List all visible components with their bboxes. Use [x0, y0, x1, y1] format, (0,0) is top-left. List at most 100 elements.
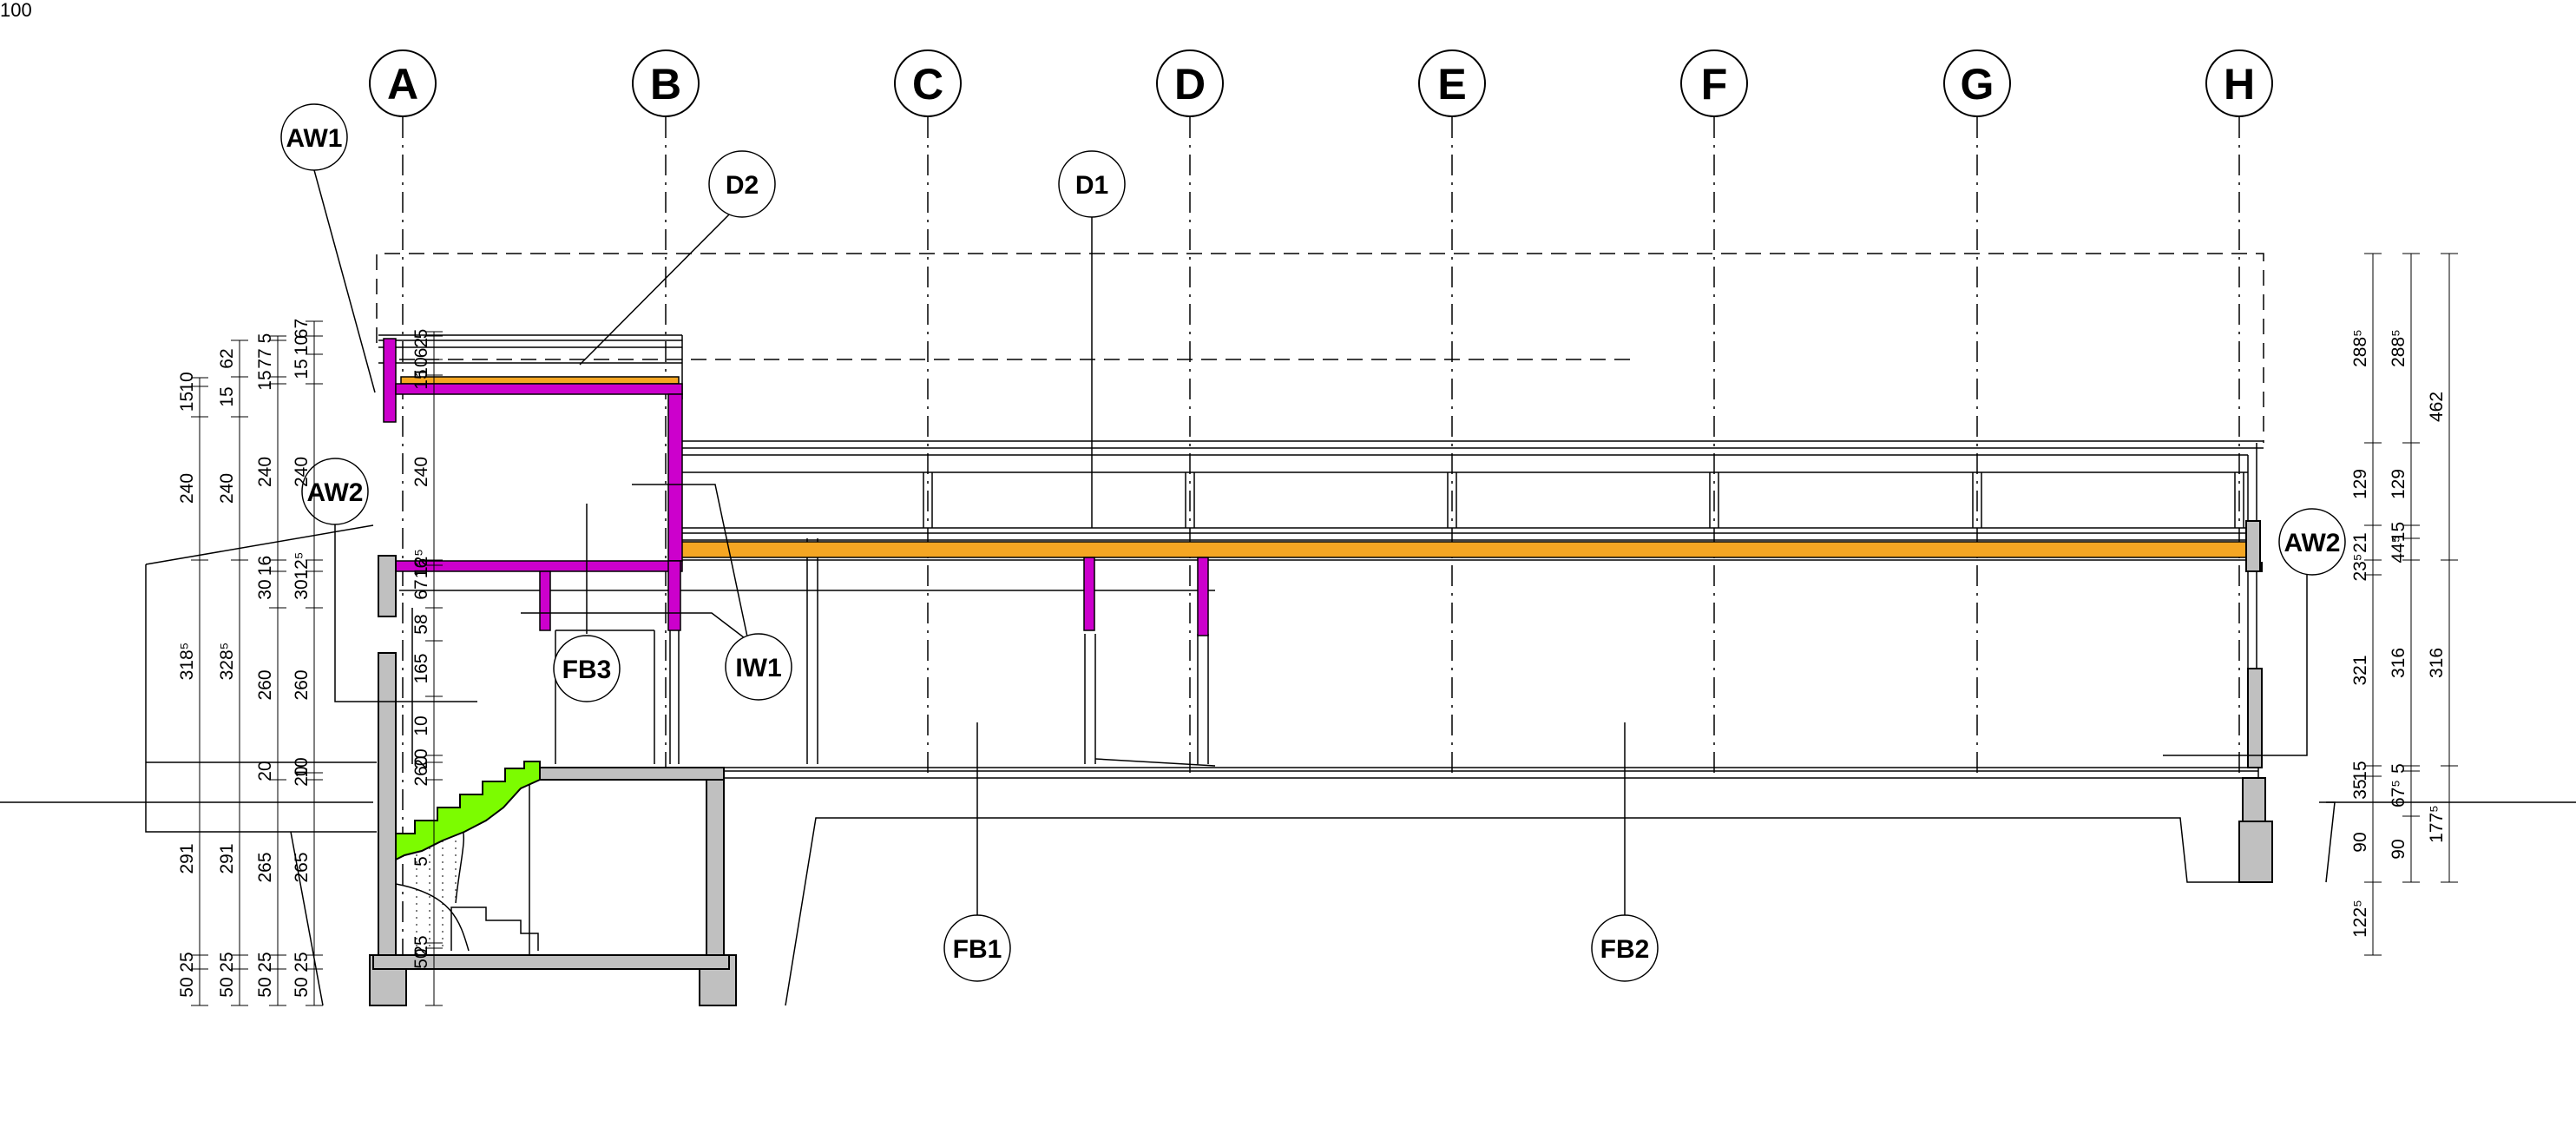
walls-magenta	[383, 338, 1209, 636]
dimension-label: 318⁵	[177, 643, 197, 681]
dimension-label: 15	[411, 369, 431, 389]
dimension-label: 291	[177, 843, 197, 873]
dimension-label: 62	[217, 348, 237, 368]
scale-label: 100	[0, 0, 32, 21]
dimension-label: 10	[292, 757, 312, 777]
dimension-label: 328⁵	[217, 643, 237, 681]
dimension-label: 50	[217, 977, 237, 997]
grid-label-c: C	[912, 60, 943, 109]
dimension-label: 30	[292, 579, 312, 599]
dimension-chain-r3: 462 316 177⁵	[2427, 253, 2458, 883]
dimension-label: 5	[2389, 763, 2408, 774]
dimension-label: 21	[2350, 532, 2370, 552]
dimension-label: 58	[411, 614, 431, 634]
dimension-label: 177⁵	[2427, 805, 2447, 843]
dimension-label: 12⁵	[292, 551, 312, 579]
dimension-label: 25	[217, 952, 237, 972]
dimension-label: 265	[255, 852, 275, 882]
dimension-label: 50	[177, 977, 197, 997]
dimension-label: 122⁵	[2350, 900, 2370, 938]
dimension-label: 50	[292, 977, 312, 997]
dimension-label: 12⁵	[411, 549, 431, 577]
dimension-label: 165	[411, 653, 431, 683]
dimension-label: 240	[411, 457, 431, 487]
grid-axes	[402, 117, 2240, 999]
leader-lines	[313, 169, 2308, 931]
dimension-label: 15	[2389, 522, 2408, 542]
dimension-label: 67	[292, 319, 312, 339]
tag-d2: D2	[726, 171, 759, 200]
grid-label-g: G	[1961, 60, 1994, 109]
tag-fb1: FB1	[953, 935, 1002, 964]
dimension-label: 240	[292, 457, 312, 487]
dimension-label: 15	[255, 370, 275, 390]
dimension-label: 30	[255, 579, 275, 599]
tag-aw1: AW1	[286, 124, 342, 153]
dimension-label: 20	[411, 748, 431, 768]
dimension-label: 321	[2350, 655, 2370, 685]
dimension-label: 15	[217, 386, 237, 406]
tag-aw2-right: AW2	[2284, 529, 2340, 557]
dimension-label: 260	[292, 669, 312, 700]
dimension-label: 288⁵	[2350, 329, 2370, 367]
stair-hatch	[416, 834, 457, 946]
dimension-label: 316	[2427, 648, 2447, 678]
grid-label-e: E	[1437, 60, 1466, 109]
stair-green	[395, 761, 541, 861]
dimension-label: 5	[255, 333, 275, 344]
dimension-label: 15	[2350, 761, 2370, 781]
tag-aw2-left: AW2	[306, 478, 363, 507]
dimension-label: 291	[217, 843, 237, 873]
dimension-label: 23⁵	[2350, 553, 2370, 581]
dimension-label: 77	[255, 348, 275, 368]
tag-fb3: FB3	[562, 656, 612, 684]
dimension-label: 25	[177, 952, 197, 972]
dimension-label: 20	[292, 766, 312, 786]
tag-bubbles	[280, 103, 2346, 982]
tag-iw1: IW1	[735, 654, 781, 682]
dimension-label: 10	[411, 357, 431, 377]
structure-lines	[145, 334, 2336, 1006]
grid-label-h: H	[2224, 60, 2255, 109]
dimension-label: 25	[411, 935, 431, 955]
grid-label-f: F	[1701, 60, 1728, 109]
dimension-label: 44⁵	[2389, 535, 2408, 563]
dimension-label: 25	[255, 952, 275, 972]
dimension-label: 316	[2389, 648, 2408, 678]
dimension-label: 16	[255, 556, 275, 576]
dimension-label: 62	[411, 338, 431, 358]
dimension-label: 35	[2350, 779, 2370, 799]
grid-label-d: D	[1174, 60, 1206, 109]
dimension-label: 67⁵	[2389, 780, 2408, 808]
dimension-label: 67	[411, 579, 431, 599]
dimension-label: 50	[255, 977, 275, 997]
dimension-chains: 1015240318⁵29125506215240328⁵29125505771…	[177, 253, 2458, 1006]
grid-bubbles	[369, 49, 2273, 117]
dimension-label: 20	[255, 761, 275, 781]
dimension-label: 462	[2427, 392, 2447, 422]
dimension-label: 90	[2350, 832, 2370, 852]
dimension-label: 265	[292, 852, 312, 882]
tag-d1: D1	[1075, 171, 1108, 200]
dimension-label: 240	[177, 473, 197, 504]
dimension-label: 129	[2350, 469, 2370, 499]
dimension-label: 288⁵	[2389, 329, 2408, 367]
dimension-label: 129	[2389, 469, 2408, 499]
dimension-label: 10	[411, 715, 431, 735]
dimension-label: 260	[255, 669, 275, 700]
dimension-label: 25	[292, 952, 312, 972]
dimension-label: 240	[255, 457, 275, 487]
dimension-label: 16	[411, 558, 431, 578]
dimension-label: 5	[411, 329, 431, 339]
grid-label-a: A	[387, 60, 418, 109]
dimension-label: 50	[411, 948, 431, 968]
dimension-label: 10	[292, 335, 312, 355]
